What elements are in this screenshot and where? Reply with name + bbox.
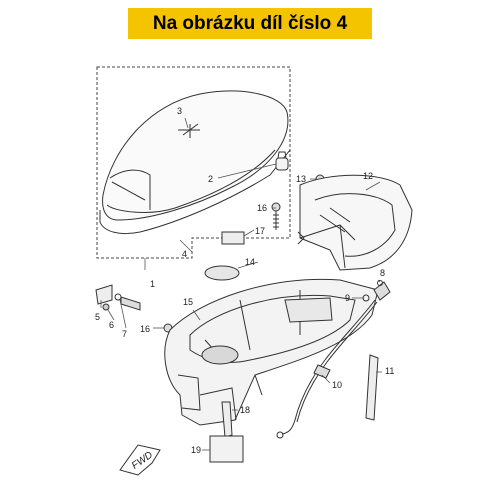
hinge-assembly bbox=[95, 284, 141, 311]
label-part-19 bbox=[209, 435, 244, 463]
cable-part-10 bbox=[276, 299, 378, 439]
callout-6: 6 bbox=[109, 320, 114, 330]
callout-5: 5 bbox=[95, 312, 100, 322]
fwd-arrow-icon bbox=[119, 444, 161, 476]
callout-12: 12 bbox=[363, 171, 373, 181]
storage-bin-part-15 bbox=[164, 278, 379, 426]
callout-4: 4 bbox=[182, 249, 187, 259]
title-banner: Na obrázku díl číslo 4 bbox=[128, 8, 372, 39]
latch-part-8 bbox=[362, 280, 391, 302]
hose-part-18 bbox=[221, 401, 233, 438]
strap-part-11 bbox=[365, 354, 379, 421]
callout-17: 17 bbox=[255, 226, 265, 236]
callout-9: 9 bbox=[345, 293, 350, 303]
seat-part bbox=[99, 90, 291, 235]
callout-18: 18 bbox=[240, 405, 250, 415]
callout-16-lower: 16 bbox=[140, 324, 150, 334]
callout-2: 2 bbox=[208, 174, 213, 184]
callout-16-upper: 16 bbox=[257, 203, 267, 213]
callout-11: 11 bbox=[385, 366, 394, 376]
callout-13: 13 bbox=[296, 174, 306, 184]
plate-part-17 bbox=[221, 231, 245, 245]
callout-1: 1 bbox=[150, 279, 155, 289]
callout-14: 14 bbox=[245, 257, 255, 267]
emblem-part-14 bbox=[204, 265, 240, 281]
callout-7: 7 bbox=[122, 329, 127, 339]
callout-19: 19 bbox=[191, 445, 201, 455]
callout-15: 15 bbox=[183, 297, 193, 307]
banner-text: Na obrázku díl číslo 4 bbox=[152, 12, 348, 34]
callout-3: 3 bbox=[177, 106, 182, 116]
bracket-part-12 bbox=[297, 174, 413, 271]
bolt-part-16-upper bbox=[271, 202, 281, 230]
callout-8: 8 bbox=[380, 268, 385, 278]
seat-assembly-box bbox=[96, 66, 291, 259]
callout-10: 10 bbox=[332, 380, 342, 390]
leader-lines bbox=[100, 117, 382, 451]
